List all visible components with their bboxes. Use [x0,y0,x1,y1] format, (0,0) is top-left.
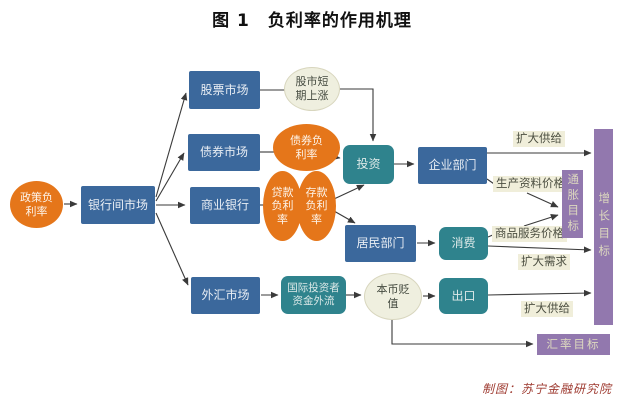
label-expand-demand: 扩大需求 [518,254,570,270]
node-commercial-bank: 商业银行 [190,187,260,224]
node-growth-target: 增长目标 [594,129,613,325]
node-investment: 投资 [343,145,394,184]
node-exchange-rate-target: 汇率目标 [537,334,610,355]
label-expand-supply-top: 扩大供给 [513,131,565,147]
node-loan-negative-rate: 贷款 负利 率 [263,171,302,241]
node-stock-short-term-rise: 股市短 期上涨 [284,67,340,111]
node-intl-investor-outflow: 国际投资者 资金外流 [281,276,346,314]
node-household-sector: 居民部门 [345,225,416,262]
label-production-materials-price: 生产资料价格 [493,176,568,192]
node-consumption: 消费 [439,227,488,260]
node-policy-negative-rate: 政策负 利率 [10,181,63,228]
node-bond-market: 债券市场 [188,134,260,171]
node-bond-negative-rate: 债券负 利率 [273,124,340,171]
node-inflation-target: 通胀目标 [562,170,583,238]
node-currency-depreciation: 本币贬 值 [364,273,422,320]
node-stock-market: 股票市场 [189,71,260,109]
node-fx-market: 外汇市场 [191,277,260,314]
node-enterprise-sector: 企业部门 [418,147,487,184]
label-goods-services-price: 商品服务价格 [492,226,567,242]
figure-caption: 制图：苏宁金融研究院 [481,382,612,396]
node-export: 出口 [439,278,488,314]
figure-title: 图 1 负利率的作用机理 [212,11,412,31]
node-interbank-market: 银行间市场 [81,186,155,224]
node-deposit-negative-rate: 存款 负利 率 [297,171,336,241]
label-expand-supply-bottom: 扩大供给 [521,301,573,317]
